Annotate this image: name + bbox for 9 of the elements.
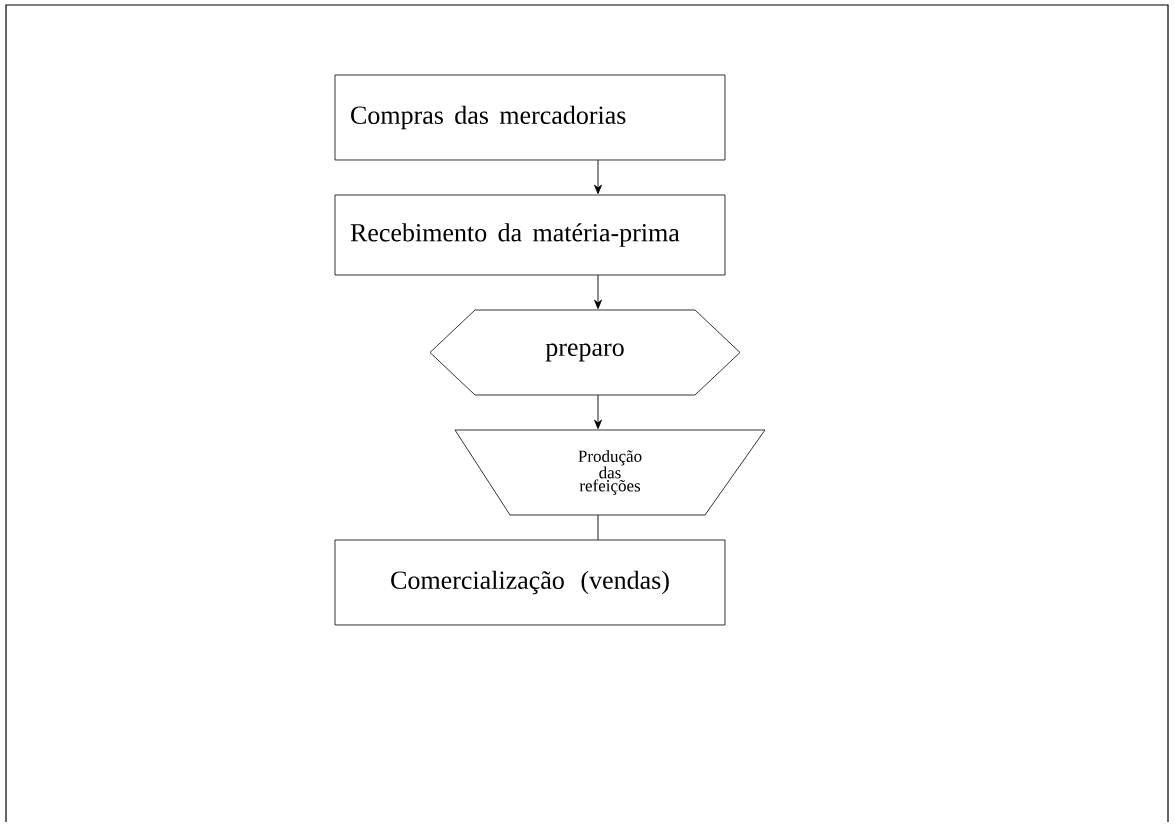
process-box: Recebimento da matéria-prima xyxy=(334,194,726,276)
arrow xyxy=(594,394,602,430)
preparation-hexagon: preparo xyxy=(429,309,741,396)
manual-operation-trapezoid: Produção das refeições xyxy=(454,429,766,516)
arrow xyxy=(594,159,602,195)
connector-line xyxy=(597,514,599,541)
process-box: Compras das mercadorias xyxy=(334,74,726,161)
process-box: Comercialização (vendas) xyxy=(334,539,726,626)
arrow xyxy=(594,274,602,310)
